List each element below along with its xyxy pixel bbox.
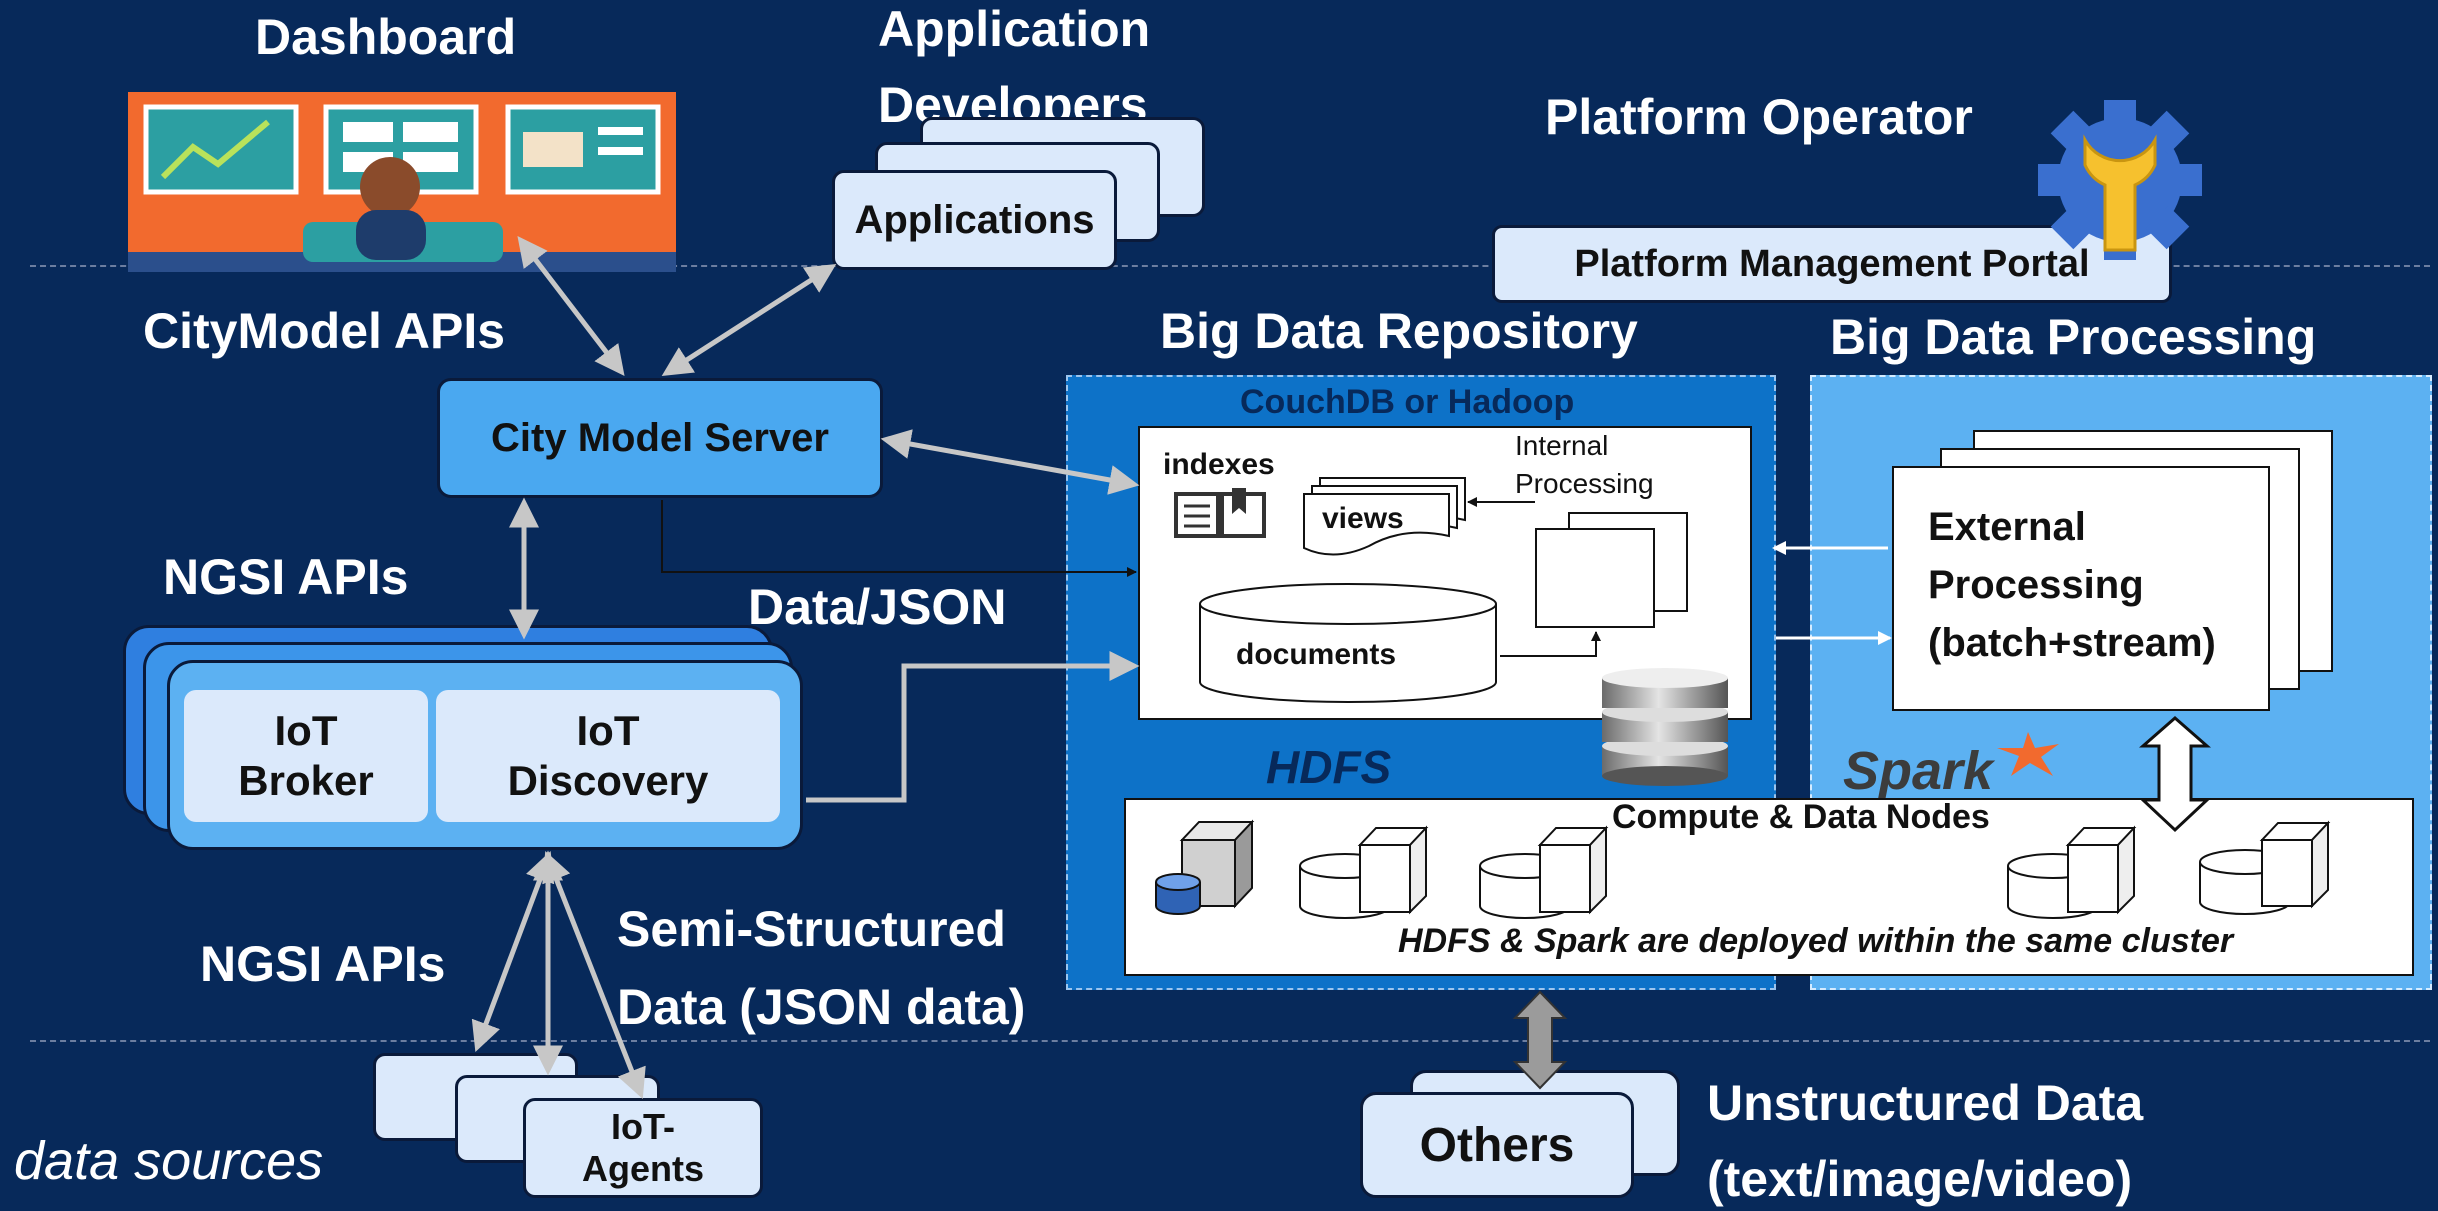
compute-node-2-icon	[1299, 825, 1429, 919]
couchdb-hadoop-label: CouchDB or Hadoop	[1240, 383, 1575, 421]
arrow-server-applications	[661, 263, 837, 377]
documents-label: documents	[1236, 638, 1397, 671]
platform-management-portal[interactable]: Platform Management Portal	[1492, 225, 2172, 303]
data-sources-label: data sources	[14, 1131, 324, 1191]
semi-structured-label-line2: Data (JSON data)	[617, 979, 1026, 1035]
views-pages-icon	[1303, 477, 1466, 556]
bottom-separator	[30, 1040, 2430, 1042]
arrow-server-couchdb-json	[661, 500, 1137, 577]
arrow-iot-agents-3	[542, 851, 646, 1099]
external-processing-label-line1: External	[1928, 505, 2086, 549]
iot-discovery-label-line1: IoT	[576, 707, 640, 754]
arrow-iot-repository	[806, 651, 1140, 803]
iot-discovery-label-line2: Discovery	[507, 757, 709, 804]
iot-discovery-box[interactable]: IoT Discovery	[436, 690, 780, 822]
compute-data-nodes-label: Compute & Data Nodes	[1612, 798, 1990, 836]
internal-processing-box	[1535, 528, 1655, 628]
compute-node-1-icon	[1155, 819, 1255, 915]
compute-node-3-icon	[1479, 825, 1609, 919]
data-json-label: Data/JSON	[748, 579, 1007, 635]
external-processing-box: External Processing (batch+stream)	[1892, 466, 2270, 711]
database-icon	[1602, 668, 1728, 786]
iot-agents-label-line2: Agents	[581, 1148, 704, 1189]
compute-node-5-icon	[2199, 820, 2331, 915]
arrow-others-cluster	[1512, 990, 1568, 1090]
platform-operator-title: Platform Operator	[1545, 89, 1973, 145]
big-data-repository-title: Big Data Repository	[1160, 303, 1638, 359]
cluster-note-label: HDFS & Spark are deployed within the sam…	[1398, 922, 2234, 960]
ngsi-apis-top-label: NGSI APIs	[163, 549, 409, 605]
citymodel-apis-label: CityModel APIs	[143, 303, 506, 359]
platform-portal-label: Platform Management Portal	[1574, 242, 2090, 285]
big-data-processing-title: Big Data Processing	[1830, 309, 2317, 365]
internal-processing-label-line1: Internal	[1515, 430, 1609, 461]
applications-box: Applications	[832, 170, 1117, 270]
iot-broker-box[interactable]: IoT Broker	[184, 690, 428, 822]
internal-processing-label-line2: Processing	[1515, 468, 1654, 499]
arrow-documents-to-internal	[1500, 631, 1601, 657]
dashboard-title: Dashboard	[255, 9, 517, 65]
app-developers-title-line1: Application	[878, 1, 1151, 57]
external-processing-label-line2: Processing	[1928, 563, 2144, 607]
indexes-label: indexes	[1163, 448, 1275, 481]
iot-agents-box[interactable]: IoT- Agents	[523, 1098, 763, 1198]
hdfs-label: HDFS	[1266, 741, 1392, 793]
spark-star-icon	[1997, 732, 2059, 776]
ngsi-apis-bottom-label: NGSI APIs	[200, 936, 446, 992]
unstructured-label-line1: Unstructured Data	[1707, 1075, 2144, 1131]
iot-broker-label-line2: Broker	[238, 757, 374, 804]
arrow-iot-agents-1	[471, 850, 555, 1053]
spark-logo: Spark	[1843, 730, 2063, 801]
views-label: views	[1322, 502, 1404, 535]
city-model-server-box[interactable]: City Model Server	[437, 378, 883, 498]
applications-label: Applications	[854, 197, 1095, 242]
others-box[interactable]: Others	[1360, 1092, 1634, 1198]
top-separator	[30, 265, 2430, 267]
arrow-server-repository	[880, 429, 1140, 495]
dashboard-illustration	[128, 92, 676, 272]
arrow-dashboard-server	[517, 236, 625, 376]
iot-broker-label-line1: IoT	[274, 707, 338, 754]
unstructured-label-line2: (text/image/video)	[1707, 1151, 2133, 1207]
compute-node-4-icon	[2007, 825, 2137, 919]
semi-structured-label-line1: Semi-Structured	[617, 901, 1006, 957]
arrow-nodes-external	[2139, 716, 2211, 833]
spark-logo-text: Spark	[1843, 741, 1994, 801]
city-model-server-label: City Model Server	[491, 415, 829, 460]
iot-agents-label-line1: IoT-	[611, 1106, 675, 1147]
others-label: Others	[1419, 1118, 1575, 1172]
book-index-icon	[1174, 488, 1266, 538]
external-processing-label-line3: (batch+stream)	[1928, 621, 2216, 665]
gear-wrench-icon	[2038, 100, 2202, 260]
documents-cylinder	[1199, 583, 1497, 703]
